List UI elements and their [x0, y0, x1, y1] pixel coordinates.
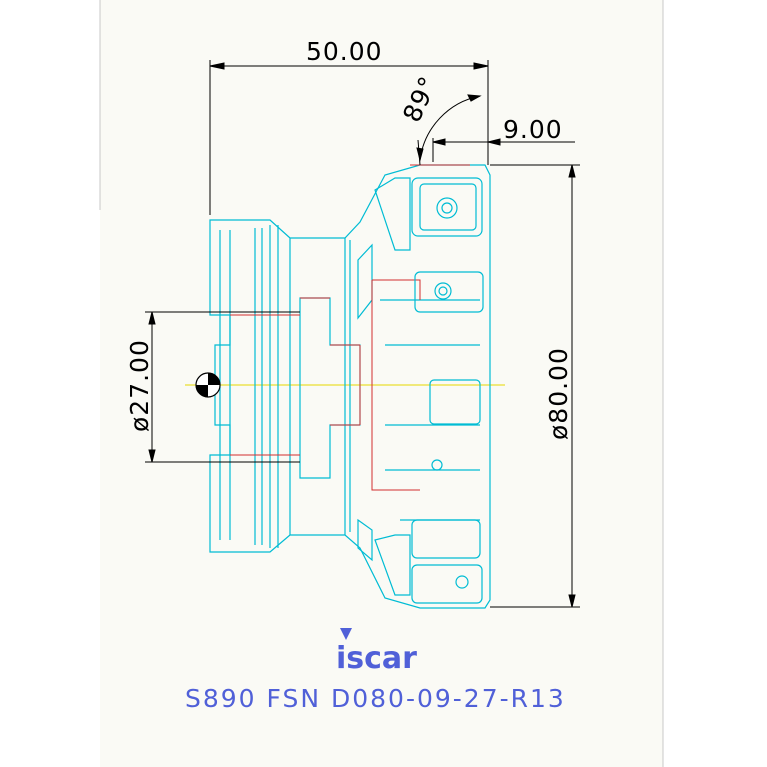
- cutter-body: [209, 164, 491, 609]
- tool-designation: S890 FSN D080-09-27-R13: [185, 684, 566, 713]
- center-mark: [195, 372, 221, 398]
- insert-offset-label: 9.00: [503, 115, 563, 144]
- bore-diameter-label: ø27.00: [125, 339, 154, 432]
- insert-top: [411, 177, 483, 237]
- drawing-sheet: [100, 0, 663, 767]
- dim-bore-diameter: [145, 311, 300, 463]
- dim-cutting-diameter: [490, 164, 580, 608]
- logo-text: iscar: [336, 641, 417, 676]
- hidden-lines: [230, 164, 470, 491]
- insert-middle: [429, 379, 481, 471]
- iscar-logo: iscar: [336, 628, 417, 676]
- insert-lower: [411, 519, 483, 604]
- insert-second: [414, 271, 484, 313]
- overall-length-label: 50.00: [306, 37, 383, 66]
- dim-insert-offset: [432, 138, 575, 162]
- dim-overall-length: [209, 60, 489, 215]
- cutting-diameter-label: ø80.00: [544, 347, 573, 440]
- dim-lead-angle: [416, 94, 482, 166]
